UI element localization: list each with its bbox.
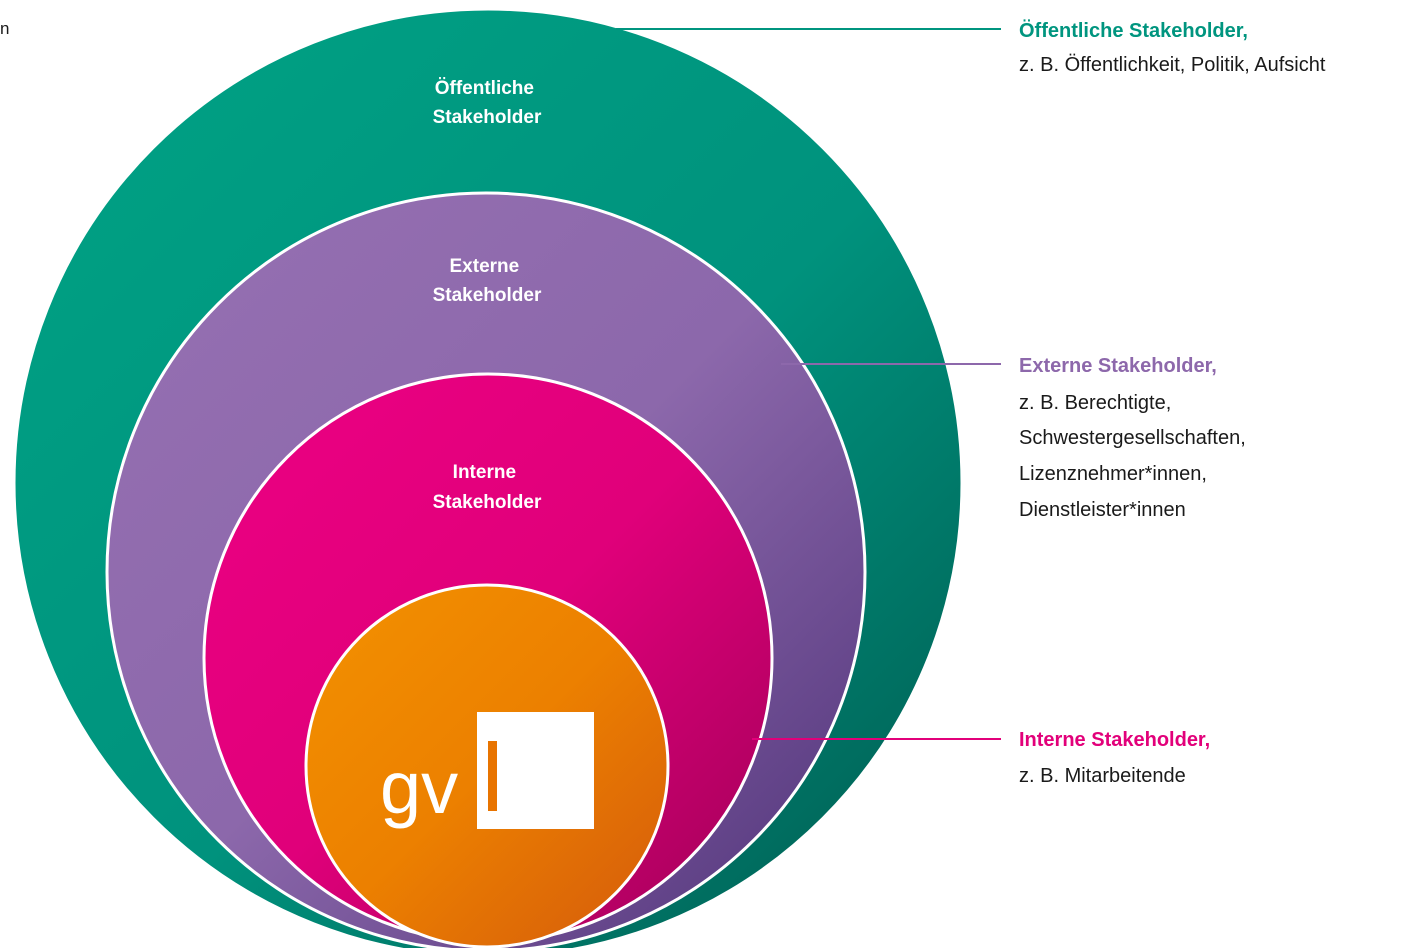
gvl-logo: gv [380, 712, 594, 829]
logo-text: gv [380, 746, 458, 829]
ring-public-label: Öffentliche Stakeholder [433, 78, 542, 128]
legend-public-text: z. B. Öffentlichkeit, Politik, Aufsicht [1019, 54, 1326, 76]
ring-external-label-line1: Externe [450, 256, 520, 277]
legend-external-line-4: Dienstleister*innen [1019, 499, 1186, 521]
edge-text: n [0, 19, 9, 38]
legend-external-text: z. B. Berechtigte, Schwestergesellschaft… [1019, 392, 1251, 521]
legend-external-line-2: Schwestergesellschaften, [1019, 427, 1246, 449]
legend-internal-text: z. B. Mitarbeitende [1019, 765, 1186, 787]
legend-public-line-1: z. B. Öffentlichkeit, Politik, Aufsicht [1019, 54, 1326, 76]
ring-external-label-line2: Stakeholder [433, 285, 542, 306]
legend-external-line-3: Lizenznehmer*innen, [1019, 463, 1207, 485]
ring-external-label: Externe Stakeholder [433, 256, 542, 306]
ring-public-label-line2: Stakeholder [433, 107, 542, 128]
legend-external-line-1: z. B. Berechtigte, [1019, 392, 1171, 414]
ring-internal-label-line2: Stakeholder [433, 492, 542, 513]
legend-external-title: Externe Stakeholder, [1019, 355, 1217, 377]
logo-bar [488, 741, 497, 811]
ring-public-label-line1: Öffentliche [435, 78, 534, 99]
legend-internal-title: Interne Stakeholder, [1019, 729, 1210, 751]
ring-internal-label-line1: Interne [453, 462, 516, 483]
legend-internal-line-1: z. B. Mitarbeitende [1019, 765, 1186, 787]
legend-public-title: Öffentliche Stakeholder, [1019, 19, 1248, 42]
ring-internal-label: Interne Stakeholder [433, 462, 542, 513]
